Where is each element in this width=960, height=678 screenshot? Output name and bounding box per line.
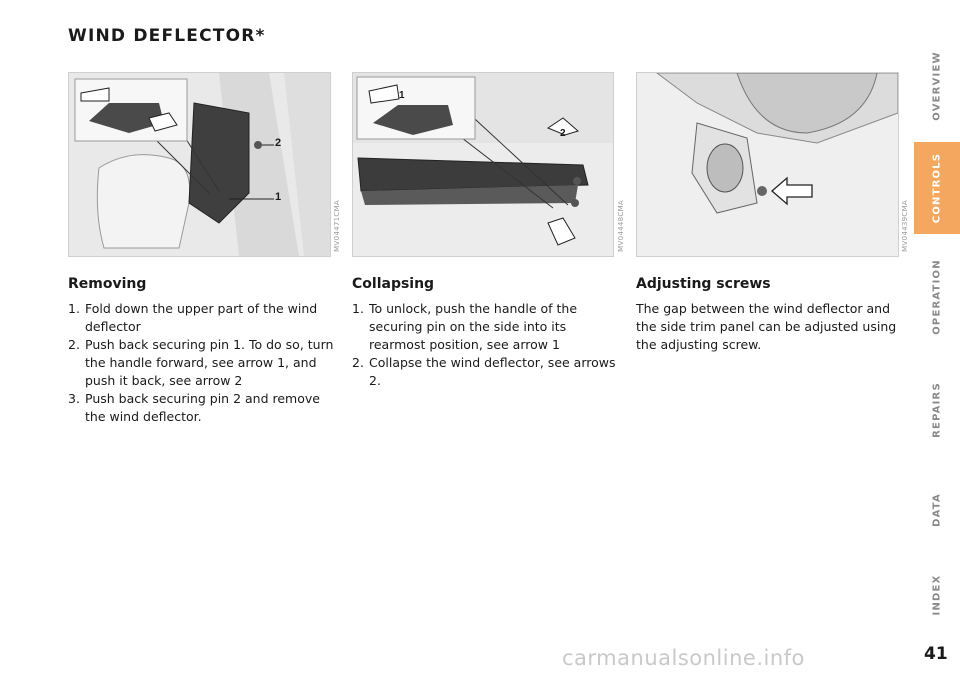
- figure-label-1: 1: [399, 90, 405, 101]
- step-list: 1. To unlock, push the handle of the secu…: [352, 300, 624, 390]
- page-title: WIND DEFLECTOR*: [68, 26, 266, 46]
- tab-repairs[interactable]: REPAIRS: [914, 360, 960, 460]
- figure-adjusting: [636, 72, 899, 257]
- watermark: carmanualsonline.info: [562, 646, 805, 670]
- tab-data[interactable]: DATA: [914, 460, 960, 560]
- tab-label: OVERVIEW: [931, 51, 943, 121]
- list-item: 1. To unlock, push the handle of the secu…: [352, 300, 624, 354]
- figure-collapsing: [352, 72, 614, 257]
- step-number: 1.: [68, 301, 80, 316]
- section-heading: Removing: [68, 276, 147, 292]
- collapsing-illustration: [353, 73, 613, 256]
- section-heading: Adjusting screws: [636, 276, 771, 292]
- tab-label: DATA: [931, 493, 943, 527]
- figure-code: MV04471CMA: [333, 200, 341, 252]
- step-text: Push back securing pin 2 and remove the …: [85, 391, 320, 424]
- figure-label-2: 2: [560, 128, 566, 139]
- tab-label: OPERATION: [931, 259, 943, 335]
- tab-operation[interactable]: OPERATION: [914, 234, 960, 360]
- figure-code: MV04439CMA: [901, 200, 909, 252]
- section-collapsing: Collapsing 1. To unlock, push the handle …: [352, 276, 624, 390]
- list-item: 3. Push back securing pin 2 and remove th…: [68, 390, 340, 426]
- step-number: 1.: [352, 301, 364, 316]
- step-number: 2.: [352, 355, 364, 370]
- tab-label: CONTROLS: [931, 152, 943, 224]
- step-list: 1. Fold down the upper part of the wind d…: [68, 300, 340, 426]
- step-number: 3.: [68, 391, 80, 406]
- list-item: 2. Collapse the wind deflector, see arrow…: [352, 354, 624, 390]
- adjusting-illustration: [637, 73, 898, 256]
- section-removing: Removing 1. Fold down the upper part of t…: [68, 276, 340, 426]
- tab-index[interactable]: INDEX: [914, 560, 960, 630]
- section-adjusting: Adjusting screws The gap between the win…: [636, 276, 908, 354]
- step-text: Fold down the upper part of the wind def…: [85, 301, 318, 334]
- removing-illustration: [69, 73, 330, 256]
- figure-code: MV04448CMA: [617, 200, 625, 252]
- step-text: Push back securing pin 1. To do so, turn…: [85, 337, 334, 388]
- step-number: 2.: [68, 337, 80, 352]
- figure-label-1: 1: [275, 191, 282, 203]
- tab-overview[interactable]: OVERVIEW: [914, 30, 960, 142]
- section-text: The gap between the wind deflector and t…: [636, 301, 897, 352]
- tab-label: REPAIRS: [931, 382, 943, 438]
- section-heading: Collapsing: [352, 276, 435, 292]
- step-text: Collapse the wind deflector, see arrows …: [369, 355, 616, 388]
- figure-removing: [68, 72, 331, 257]
- page-number: 41: [924, 644, 948, 664]
- list-item: 2. Push back securing pin 1. To do so, tu…: [68, 336, 340, 390]
- figure-label-2: 2: [275, 137, 282, 149]
- step-text: To unlock, push the handle of the securi…: [369, 301, 578, 352]
- tab-label: INDEX: [931, 574, 943, 616]
- tab-controls[interactable]: CONTROLS: [914, 142, 960, 234]
- list-item: 1. Fold down the upper part of the wind d…: [68, 300, 340, 336]
